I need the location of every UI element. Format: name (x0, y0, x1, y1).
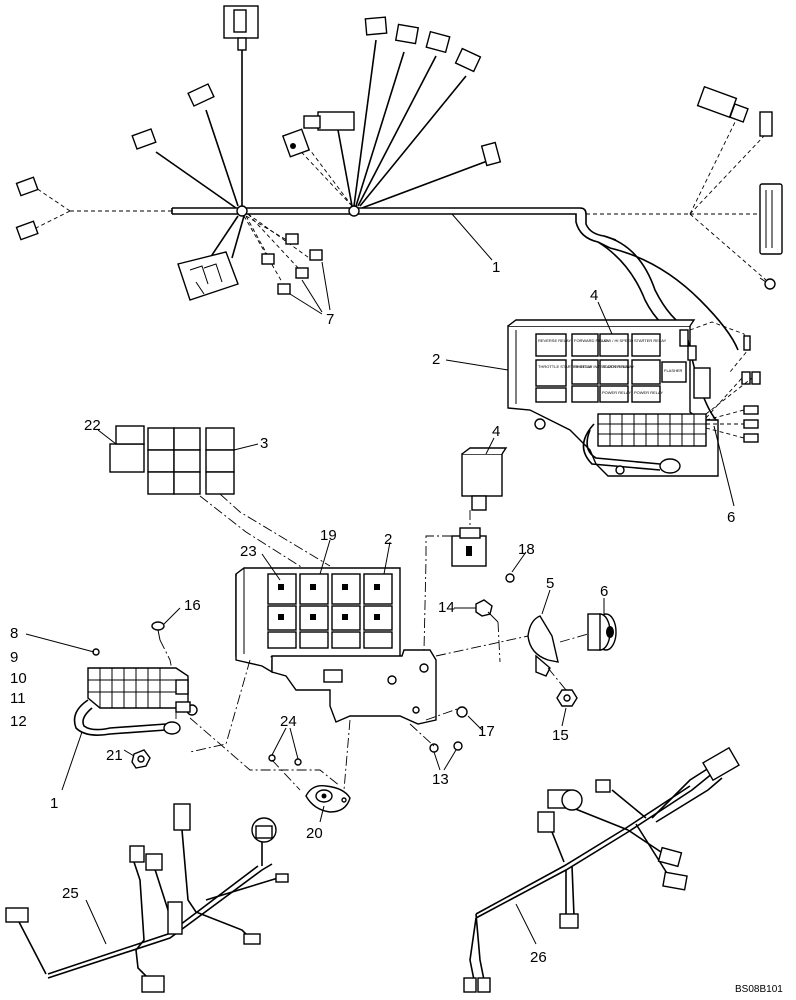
callout-16: 16 (184, 597, 201, 614)
relay-label-6: SHUTTLE INTERLOCK RELAY (574, 364, 630, 369)
callout-18: 18 (518, 541, 535, 558)
callout-5: 5 (546, 575, 554, 592)
callout-26: 26 (530, 949, 547, 966)
callout-23: 23 (240, 543, 257, 560)
callout-8: 8 (10, 625, 18, 642)
flasher-relay: 4 18 (423, 423, 535, 651)
callout-12: 12 (10, 713, 27, 730)
fuse-block: 8 9 10 11 12 1 (10, 625, 198, 812)
relay-panel-assembly-top: REVERSE RELAY FORWARD RELAY LOW / HI SPE… (432, 287, 761, 526)
relay-label-7: STARTER RELAY (602, 364, 635, 369)
relay-label-4: STARTER RELAY (634, 338, 667, 343)
relay-label-1: REVERSE RELAY (538, 338, 571, 343)
callout-1-top: 1 (492, 259, 500, 276)
callout-6-mid: 6 (600, 583, 608, 600)
callout-24: 24 (280, 713, 297, 730)
relay-label-9: POWER RELAY (602, 390, 631, 395)
callout-7: 7 (326, 311, 334, 328)
relay-panel-assembly-center: 23 19 2 (235, 527, 437, 725)
relays-group: 22 3 (84, 417, 331, 571)
alarm-assembly: 5 6 15 (435, 575, 617, 744)
relay-label-3: LOW / HI SPEED (602, 338, 633, 343)
callout-3: 3 (260, 435, 268, 452)
relay-label-8: FLASHER (664, 368, 683, 373)
relay-label-5: THROTTLE STARTER RELAY (538, 364, 593, 369)
callout-6-top: 6 (727, 509, 735, 526)
callout-9: 9 (10, 649, 18, 666)
callout-25: 25 (62, 885, 79, 902)
callout-20: 20 (306, 825, 323, 842)
relay-label-2: FORWARD RELAY (574, 338, 609, 343)
callout-22: 22 (84, 417, 101, 434)
callout-1-bottom: 1 (50, 795, 58, 812)
drawing-code: BS08B101 (735, 984, 783, 995)
harness-26: 26 (463, 746, 740, 993)
callout-21: 21 (106, 747, 123, 764)
callout-13: 13 (432, 771, 449, 788)
callout-10: 10 (10, 670, 27, 687)
callout-4-top: 4 (590, 287, 598, 304)
callout-11: 11 (10, 690, 26, 707)
callout-4-mid: 4 (492, 423, 500, 440)
harness-25: 25 (5, 803, 289, 993)
callout-17: 17 (478, 723, 495, 740)
callout-14: 14 (438, 599, 455, 616)
callout-2-top: 2 (432, 351, 440, 368)
callout-15: 15 (552, 727, 569, 744)
hardware: 14 16 17 13 24 21 20 (106, 597, 501, 842)
callout-2-mid: 2 (384, 531, 392, 548)
callout-19: 19 (320, 527, 337, 544)
main-harness: 1 7 (15, 5, 783, 351)
relay-label-10: POWER RELAY (634, 390, 663, 395)
